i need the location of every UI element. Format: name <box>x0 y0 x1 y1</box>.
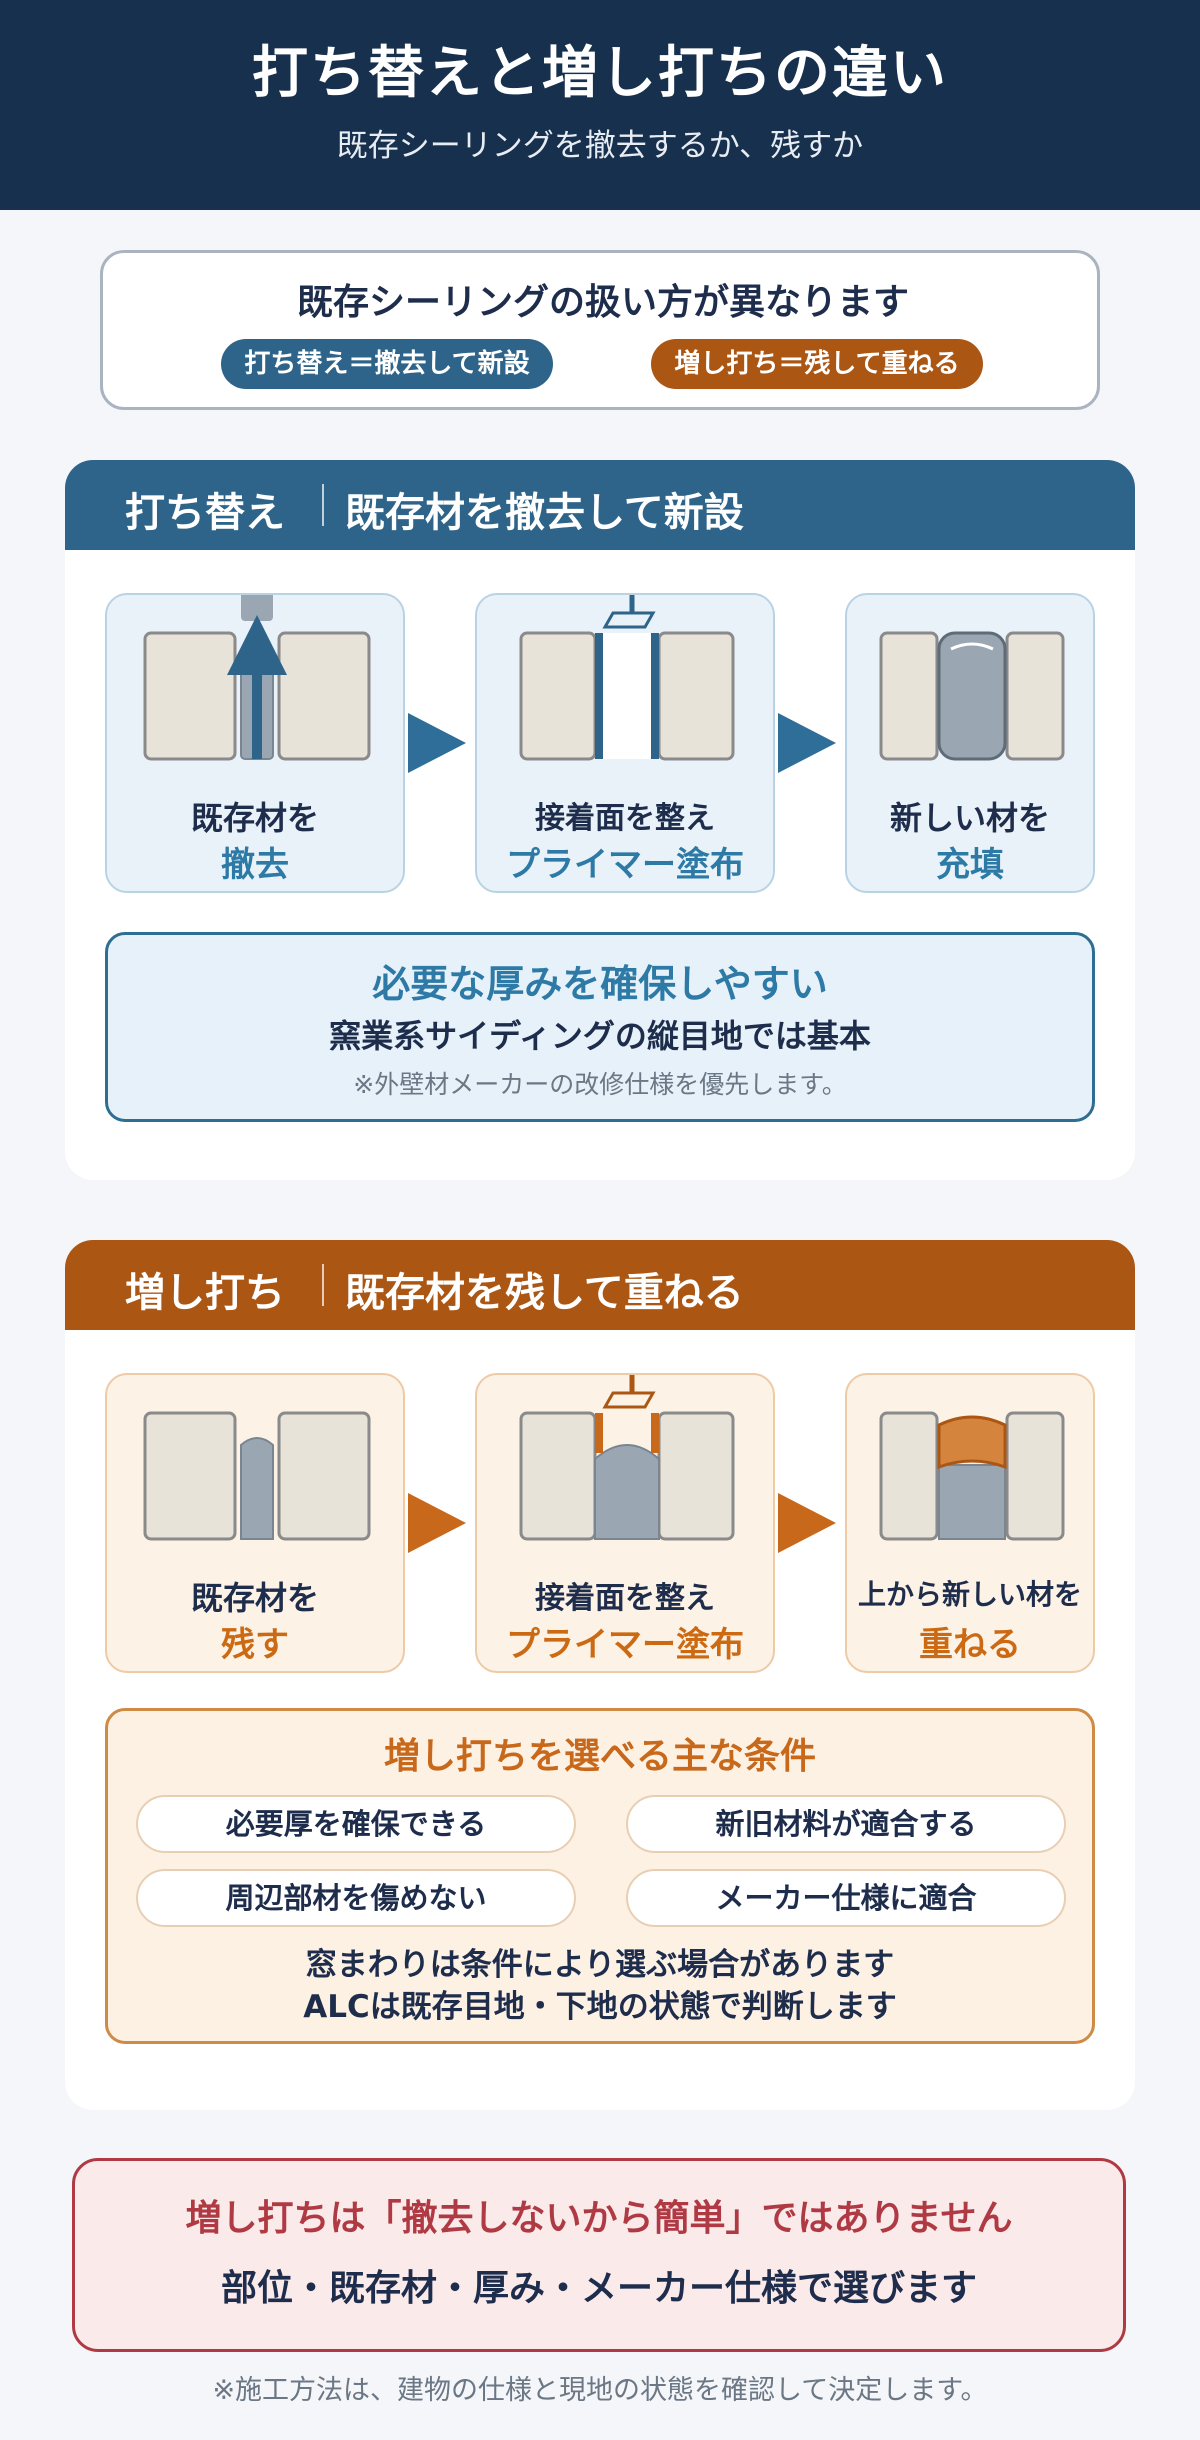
condition-item: 必要厚を確保できる <box>136 1795 576 1853</box>
replace-step-remove: 既存材を 撤去 <box>105 593 405 893</box>
page-title: 打ち替えと増し打ちの違い <box>252 41 948 106</box>
step-label-emphasis: 重ねる <box>919 1625 1021 1665</box>
replace-section-header: 打ち替え 既存材を撤去して新設 <box>65 460 1135 550</box>
replace-step-fill: 新しい材を 充填 <box>845 593 1095 893</box>
overlay-title: 増し打ち <box>125 1270 285 1316</box>
conditions-heading: 増し打ちを選べる主な条件 <box>383 1736 816 1777</box>
primer-illustration-icon <box>519 1375 735 1541</box>
overlay-pill: 増し打ち＝残して重ねる <box>651 339 983 389</box>
step-label: 既存材を <box>190 1579 319 1617</box>
conditions-note: 窓まわりは条件により選ぶ場合があります <box>305 1947 895 1983</box>
layer-illustration-icon <box>879 1411 1065 1541</box>
replace-title: 打ち替え <box>125 490 285 536</box>
step-label-emphasis: 撤去 <box>221 845 289 885</box>
condition-item: メーカー仕様に適合 <box>626 1869 1066 1927</box>
overlay-step-layer: 上から新しい材を 重ねる <box>845 1373 1095 1673</box>
replace-info-box: 必要な厚みを確保しやすい 窯業系サイディングの縦目地では基本 ※外壁材メーカーの… <box>105 932 1095 1122</box>
step-label: 接着面を整え <box>535 801 715 836</box>
arrow-right-icon <box>778 713 836 773</box>
intro-heading: 既存シーリングの扱い方が異なります <box>296 282 909 323</box>
overlay-section-header: 増し打ち 既存材を残して重ねる <box>65 1240 1135 1330</box>
arrow-right-icon <box>778 1493 836 1553</box>
header-banner: 打ち替えと増し打ちの違い 既存シーリングを撤去するか、残すか <box>0 0 1200 210</box>
arrow-right-icon <box>408 1493 466 1553</box>
replace-step-primer: 接着面を整え プライマー塗布 <box>475 593 775 893</box>
overlay-subtitle: 既存材を残して重ねる <box>345 1270 744 1316</box>
overlay-step-keep: 既存材を 残す <box>105 1373 405 1673</box>
step-label-emphasis: プライマー塗布 <box>506 845 744 885</box>
step-label-emphasis: プライマー塗布 <box>506 1625 744 1665</box>
warning-box: 増し打ちは「撤去しないから簡単」ではありません 部位・既存材・厚み・メーカー仕様… <box>72 2158 1126 2352</box>
arrow-right-icon <box>408 713 466 773</box>
replace-section: 打ち替え 既存材を撤去して新設 既存材を 撤去 接着面を整え プライマー塗布 <box>65 460 1135 1180</box>
condition-item: 新旧材料が適合する <box>626 1795 1066 1853</box>
conditions-note: ALCは既存目地・下地の状態で判断します <box>303 1989 897 2025</box>
warning-body: 部位・既存材・厚み・メーカー仕様で選びます <box>220 2268 977 2309</box>
footnote: ※施工方法は、建物の仕様と現地の状態を確認して決定します。 <box>212 2375 988 2406</box>
step-label: 接着面を整え <box>535 1581 715 1616</box>
remove-illustration-icon <box>143 595 371 761</box>
replace-info-note: ※外壁材メーカーの改修仕様を優先します。 <box>353 1070 847 1099</box>
title-separator <box>322 484 324 526</box>
primer-illustration-icon <box>519 595 735 761</box>
replace-info-body: 窯業系サイディングの縦目地では基本 <box>329 1017 871 1055</box>
step-label: 新しい材を <box>889 799 1050 837</box>
title-separator <box>322 1264 324 1306</box>
step-label: 上から新しい材を <box>857 1578 1082 1611</box>
condition-item: 周辺部材を傷めない <box>136 1869 576 1927</box>
overlay-conditions-box: 増し打ちを選べる主な条件 必要厚を確保できる 新旧材料が適合する 周辺部材を傷め… <box>105 1708 1095 2044</box>
replace-pill: 打ち替え＝撤去して新設 <box>221 339 553 389</box>
replace-subtitle: 既存材を撤去して新設 <box>345 490 744 536</box>
overlay-step-primer: 接着面を整え プライマー塗布 <box>475 1373 775 1673</box>
page-subtitle: 既存シーリングを撤去するか、残すか <box>336 128 864 164</box>
replace-info-headline: 必要な厚みを確保しやすい <box>372 962 828 1006</box>
keep-illustration-icon <box>143 1411 371 1541</box>
overlay-section: 増し打ち 既存材を残して重ねる 既存材を 残す 接着面を整え プライマー塗布 <box>65 1240 1135 2110</box>
warning-headline: 増し打ちは「撤去しないから簡単」ではありません <box>185 2198 1013 2239</box>
step-label-emphasis: 充填 <box>936 845 1004 885</box>
fill-illustration-icon <box>879 631 1065 761</box>
intro-box: 既存シーリングの扱い方が異なります 打ち替え＝撤去して新設 増し打ち＝残して重ね… <box>100 250 1100 410</box>
step-label-emphasis: 残す <box>221 1625 289 1665</box>
step-label: 既存材を <box>190 799 319 837</box>
